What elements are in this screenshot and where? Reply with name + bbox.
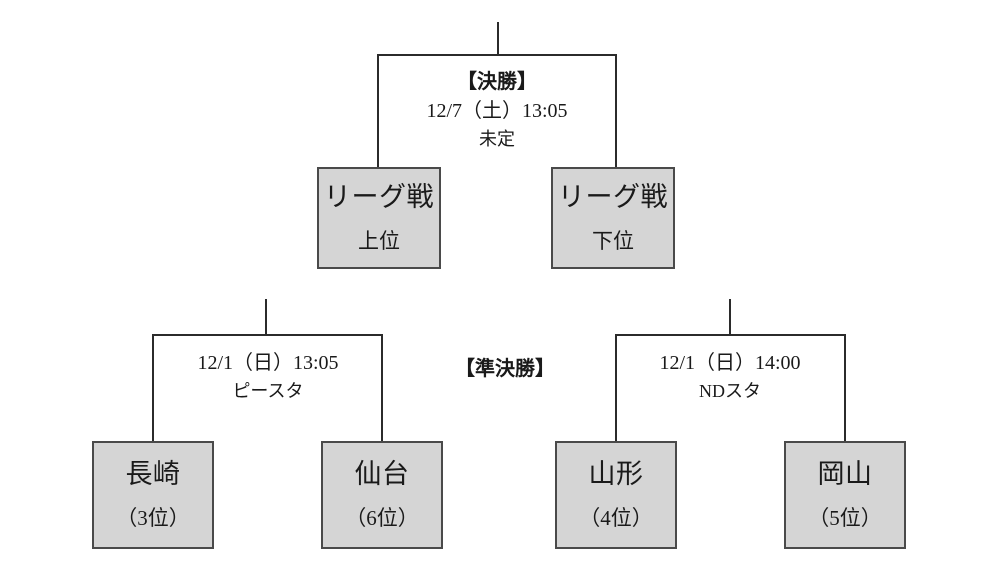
semifinal-1-left-leg-line: [152, 334, 154, 441]
semifinal-1-match-info: 12/1（日）13:05 ピースタ: [166, 349, 370, 404]
semifinal-2-right-leg-line: [844, 334, 846, 441]
semifinal-2-crossbar-line: [615, 334, 846, 336]
semifinal-1-right-leg-line: [381, 334, 383, 441]
semifinal-1-venue: ピースタ: [232, 381, 304, 401]
team-rank-okayama: （5位）: [808, 505, 882, 530]
semifinal-2-match-info: 12/1（日）14:00 NDスタ: [628, 349, 832, 404]
finalist-slot-left-rank: 上位: [358, 228, 400, 253]
semifinal-1-datetime: 12/1（日）13:05: [197, 352, 339, 374]
team-name-sendai: 仙台: [354, 459, 410, 490]
champion-stem-line: [497, 22, 499, 56]
semifinal-round-label: 【準決勝】: [455, 358, 555, 380]
final-right-leg-line: [615, 54, 617, 167]
team-name-okayama: 岡山: [817, 459, 873, 490]
finalist-slot-right-rank: 下位: [592, 228, 634, 253]
team-rank-sendai: （6位）: [345, 505, 419, 530]
final-venue: 未定: [479, 129, 515, 149]
team-name-nagasaki: 長崎: [125, 459, 181, 490]
semifinal-2-stem-line: [729, 299, 731, 336]
team-box-okayama[interactable]: 岡山 （5位）: [784, 441, 906, 549]
final-crossbar-line: [377, 54, 617, 56]
team-name-yamagata: 山形: [588, 459, 644, 490]
team-box-sendai[interactable]: 仙台 （6位）: [321, 441, 443, 549]
semifinal-2-venue: NDスタ: [699, 381, 761, 401]
final-datetime: 12/7（土）13:05: [426, 100, 568, 122]
team-box-nagasaki[interactable]: 長崎 （3位）: [92, 441, 214, 549]
semifinal-1-stem-line: [265, 299, 267, 336]
semifinal-1-crossbar-line: [152, 334, 383, 336]
finalist-slot-left-name: リーグ戦: [323, 182, 435, 213]
semifinal-2-datetime: 12/1（日）14:00: [659, 352, 801, 374]
team-box-yamagata[interactable]: 山形 （4位）: [555, 441, 677, 549]
team-rank-yamagata: （4位）: [579, 505, 653, 530]
final-round-label: 【決勝】: [457, 71, 537, 93]
semifinal-2-left-leg-line: [615, 334, 617, 441]
team-rank-nagasaki: （3位）: [116, 505, 190, 530]
finalist-slot-left[interactable]: リーグ戦 上位: [317, 167, 441, 269]
finalist-slot-right[interactable]: リーグ戦 下位: [551, 167, 675, 269]
final-match-info: 【決勝】 12/7（土）13:05 未定: [397, 68, 597, 152]
final-left-leg-line: [377, 54, 379, 167]
finalist-slot-right-name: リーグ戦: [557, 182, 669, 213]
